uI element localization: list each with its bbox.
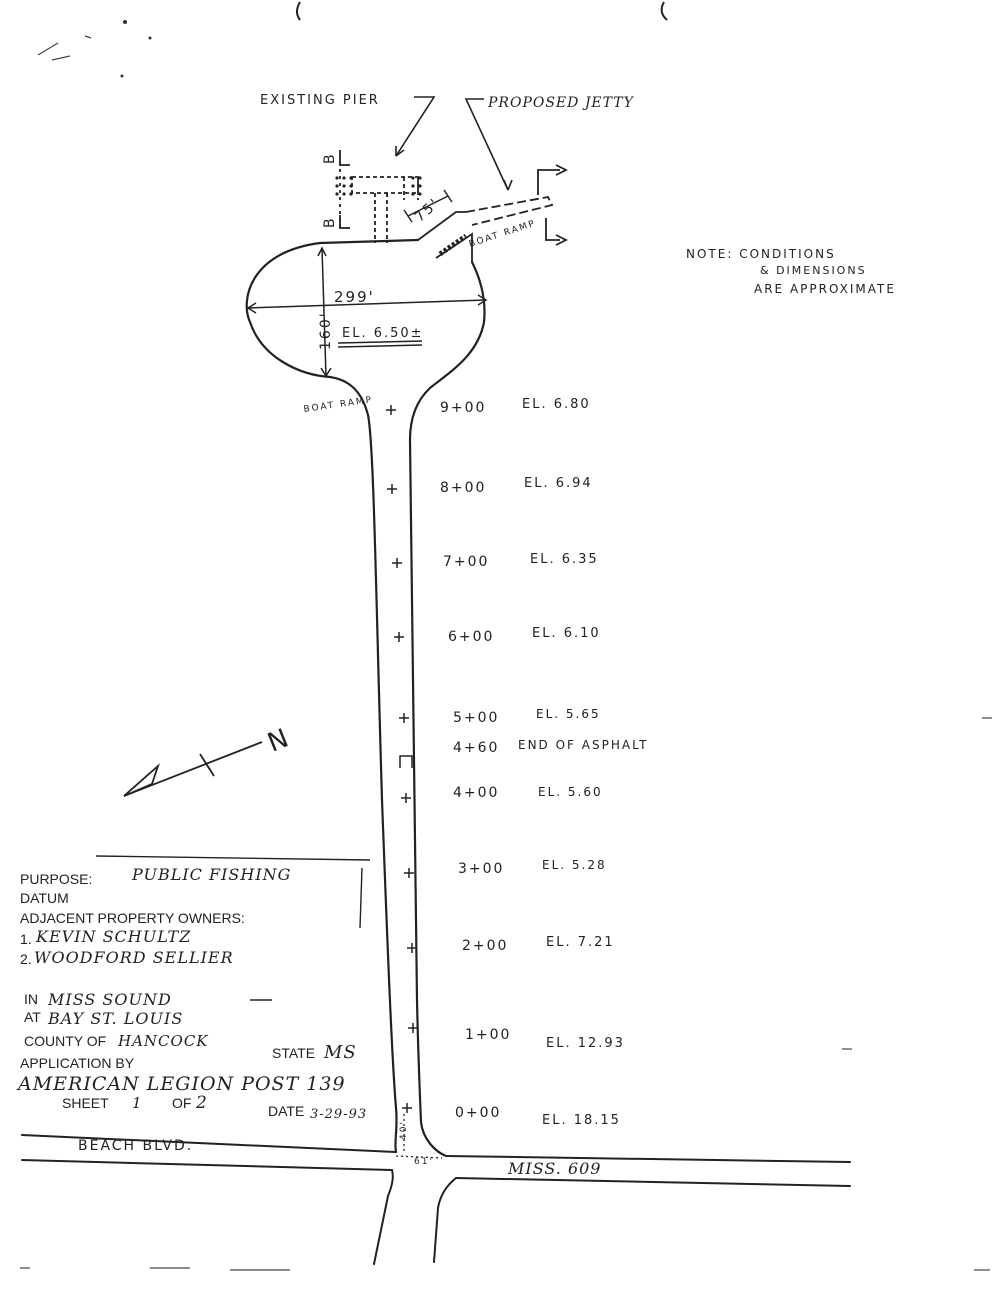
note-block: NOTE: CONDITIONS & DIMENSIONS ARE APPROX… — [686, 247, 896, 296]
boat-ramp-top-label: BOAT RAMP — [468, 219, 538, 250]
corner-smudges — [37, 20, 152, 78]
station-elevation: EL. 18.15 — [542, 1113, 621, 1128]
station-label: 4+60 — [453, 740, 499, 756]
beach-blvd-label: BEACH BLVD. — [78, 1138, 193, 1154]
station-elevation: EL. 5.60 — [538, 785, 603, 799]
of-label: OF — [172, 1095, 191, 1111]
station-elevation: EL. 7.21 — [546, 935, 615, 950]
site-outline — [245, 238, 486, 1158]
station-label: 3+00 — [458, 861, 504, 877]
station-label: 1+00 — [465, 1027, 511, 1043]
boat-ramp-side-label: BOAT RAMP — [303, 395, 374, 415]
basin-right-outline — [408, 260, 486, 1158]
proposed-jetty — [465, 195, 554, 226]
binder-marks — [296, 1, 668, 21]
station-label: 9+00 — [440, 400, 486, 416]
station-elevation: EL. 5.65 — [536, 707, 601, 721]
adjacent-owners-label: ADJACENT PROPERTY OWNERS: — [20, 910, 245, 926]
note-line-2: & DIMENSIONS — [760, 264, 867, 277]
dim-61-label: 61' — [414, 1157, 434, 1167]
north-arrow — [123, 741, 263, 797]
station-list: 9+00 EL. 6.80 8+00 EL. 6.94 7+00 EL. 6.3… — [440, 397, 648, 1128]
at-value: BAY ST. LOUIS — [47, 1009, 183, 1028]
owner-2-number: 2. — [20, 951, 32, 967]
station-elevation: EL. 12.93 — [546, 1036, 625, 1051]
callout-leaders — [395, 96, 513, 191]
in-value: MISS SOUND — [47, 990, 172, 1009]
date-value: 3-29-93 — [310, 1107, 367, 1122]
basin-elevation-label: EL. 6.50± — [342, 326, 424, 341]
jetty-section-cut — [537, 164, 569, 246]
at-label: AT — [24, 1009, 41, 1025]
station-elevation: END OF ASPHALT — [518, 738, 648, 752]
miss-609-label: MISS. 609 — [507, 1159, 601, 1178]
county-label: COUNTY OF — [24, 1033, 106, 1049]
station-label: 7+00 — [443, 554, 489, 570]
county-value: HANCOCK — [117, 1032, 209, 1050]
station-elevation: EL. 6.94 — [524, 476, 593, 491]
owner-1-name: KEVIN SCHULTZ — [35, 927, 191, 946]
station-label: 2+00 — [462, 938, 508, 954]
section-b-top-label: B — [322, 152, 338, 164]
station-label: 8+00 — [440, 480, 486, 496]
dim-40-label: 40' — [399, 1120, 409, 1140]
purpose-value: PUBLIC FISHING — [131, 865, 291, 884]
of-value: 2 — [195, 1093, 208, 1113]
station-elevation: EL. 5.28 — [542, 858, 607, 872]
state-value: MS — [323, 1042, 357, 1063]
dim-160-label: 160' — [318, 311, 334, 350]
section-b-bottom-label: B — [322, 216, 338, 228]
section-cut-line — [339, 150, 350, 229]
station-label: 6+00 — [448, 629, 494, 645]
application-value: AMERICAN LEGION POST 139 — [16, 1073, 346, 1095]
station-elevation: EL. 6.35 — [530, 552, 599, 567]
dim-75-line — [403, 189, 453, 223]
application-label: APPLICATION BY — [20, 1055, 135, 1071]
date-label: DATE — [268, 1103, 304, 1119]
note-line-1: NOTE: CONDITIONS — [686, 247, 836, 261]
station-elevation: EL. 6.80 — [522, 397, 591, 412]
station-label: 4+00 — [453, 785, 499, 801]
station-ticks — [386, 405, 418, 1113]
note-line-3: ARE APPROXIMATE — [754, 282, 896, 296]
station-label: 0+00 — [455, 1105, 501, 1121]
in-label: IN — [24, 991, 38, 1007]
basin-dimensions — [246, 246, 488, 378]
dim-299-label: 299' — [334, 288, 375, 306]
owner-2-name: WOODFORD SELLIER — [34, 948, 234, 967]
sheet-label: SHEET — [62, 1095, 109, 1111]
purpose-label: PURPOSE: — [20, 871, 92, 887]
existing-pier — [351, 176, 419, 243]
datum-label: DATUM — [20, 890, 69, 906]
north-label: N — [263, 723, 294, 759]
title-block: PURPOSE: PUBLIC FISHING DATUM ADJACENT P… — [16, 865, 367, 1122]
boat-ramp-top — [417, 211, 473, 262]
dim-75-label: 75' — [412, 195, 443, 225]
pier-pilings — [335, 176, 422, 196]
state-label: STATE — [272, 1045, 315, 1061]
station-elevation: EL. 6.10 — [532, 626, 601, 641]
basin-left-outline — [245, 238, 420, 1154]
owner-1-number: 1. — [20, 931, 32, 947]
proposed-jetty-label: PROPOSED JETTY — [487, 95, 635, 111]
roads — [21, 1134, 851, 1265]
dim-40-line — [395, 1114, 443, 1159]
margin-marks — [20, 717, 992, 1271]
title-block-frame — [95, 855, 371, 1001]
station-label: 5+00 — [453, 710, 499, 726]
existing-pier-label: EXISTING PIER — [260, 93, 380, 108]
sheet-value: 1 — [132, 1094, 143, 1112]
